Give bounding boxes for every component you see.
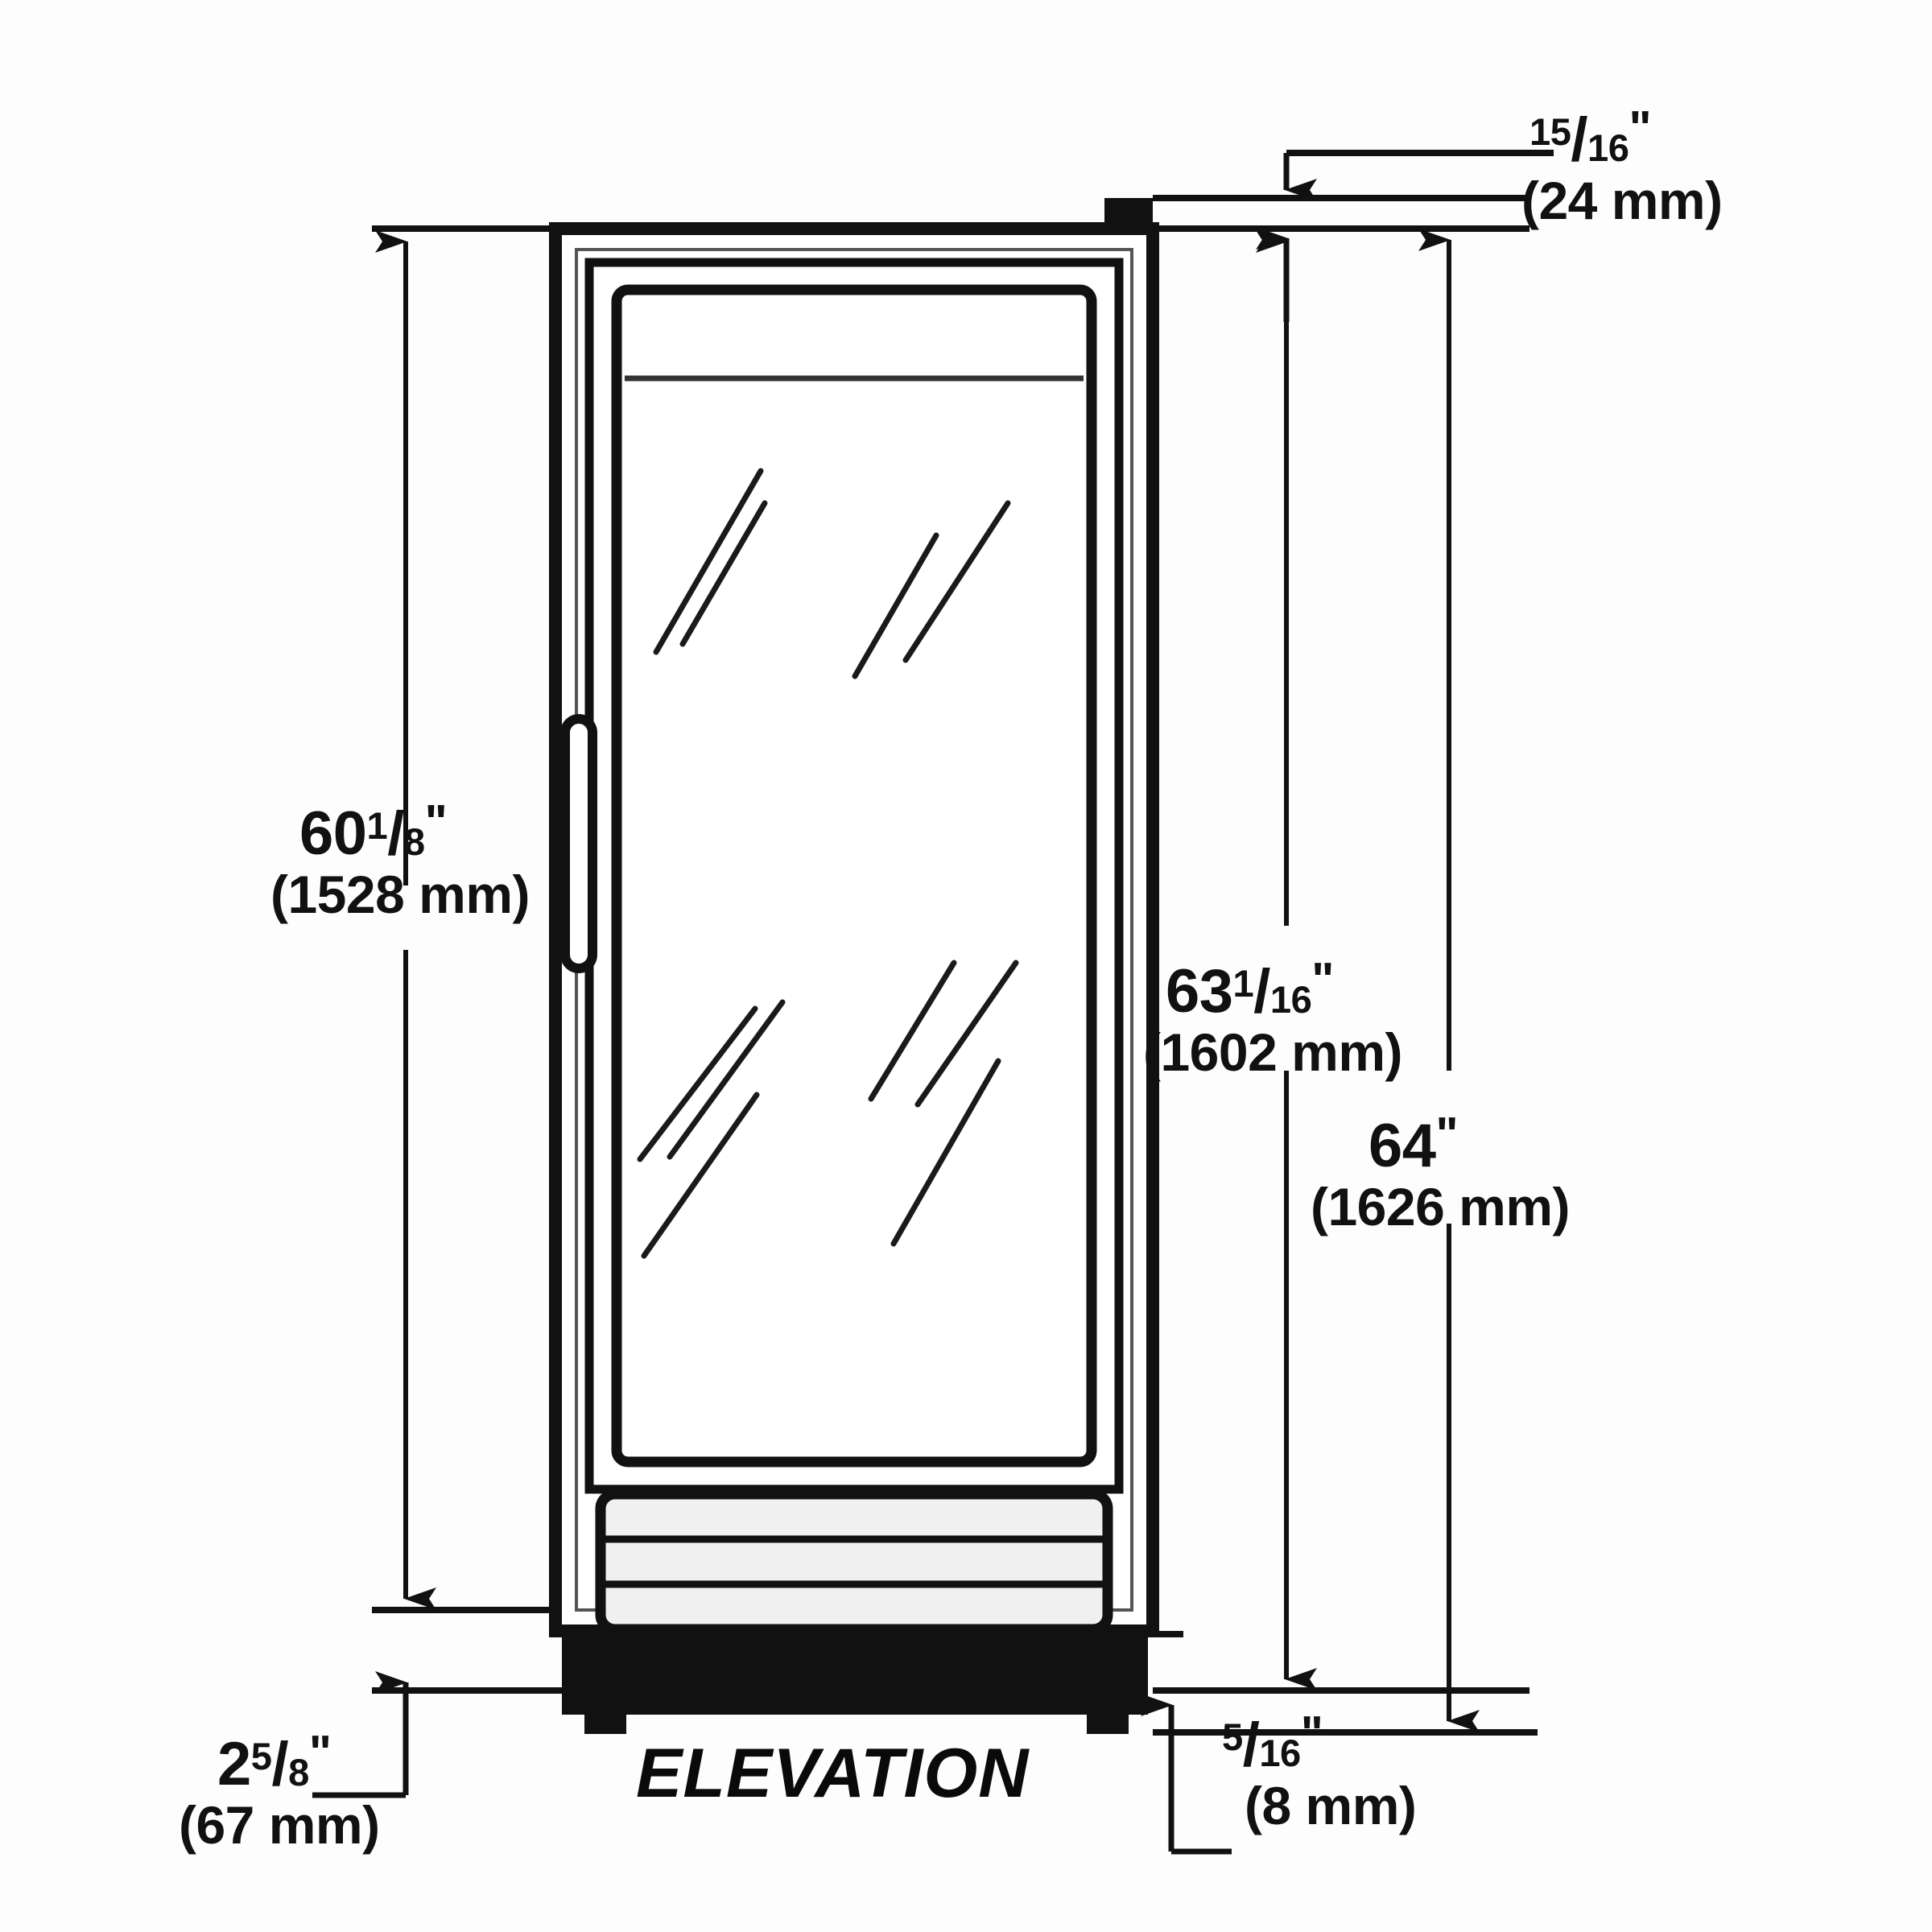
fraction-15-16: 15/16 [1530,105,1629,175]
fraction-numerator: 5 [1222,1715,1243,1759]
metric-value: (1602 mm) [1143,1022,1403,1082]
fraction-numerator: 1 [1232,962,1254,1005]
dimension-label-60-1-8: 601/8" (1528 mm) [270,795,530,923]
whole-number: 64 [1368,1112,1436,1181]
metric-value: (1626 mm) [1311,1176,1571,1236]
whole-number: 2 [217,1730,251,1799]
dimension-label-5-16: 5/16" (8 mm) [1222,1706,1417,1835]
metric-value: (67 mm) [179,1794,380,1855]
view-caption: ELEVATION [636,1735,1030,1812]
fraction-denominator: 8 [403,820,425,864]
glass-reflection-upper-left [653,468,768,655]
whole-number: 63 [1166,957,1233,1026]
dimension-annotations [312,150,1554,1855]
fraction-1-8: 1/8 [366,799,426,869]
fraction-denominator: 16 [1269,978,1312,1022]
inch-mark: " [1300,1706,1323,1760]
leg-right [1087,1715,1129,1734]
fraction-denominator: 8 [288,1751,309,1794]
door-handle [560,714,597,973]
fraction-denominator: 16 [1587,126,1629,170]
fraction-1-16: 1/16 [1232,957,1312,1026]
fraction-numerator: 5 [250,1735,272,1778]
leg-left [584,1715,626,1734]
inch-mark: " [308,1725,332,1779]
cabinet-plinth [562,1634,1148,1715]
metric-value: (1528 mm) [270,864,530,924]
dimension-label-64: 64" (1626 mm) [1311,1107,1571,1236]
dimension-label-15-16: 15/16 " (24 mm) [1521,101,1723,229]
glass-reflection-lower-left [637,999,786,1259]
fraction-numerator: 15 [1530,110,1571,154]
fraction-5-16: 5/16 [1222,1711,1301,1780]
metric-value: (24 mm) [1521,170,1723,230]
glass-reflection-lower-right [868,960,1019,1247]
dimension-label-63-1-16: 631/16" (1602 mm) [1143,952,1403,1081]
glass-reflection-upper-right [852,500,1011,679]
fraction-slash: / [271,1730,289,1799]
whole-number: 60 [299,799,367,869]
glass-panel [625,298,1084,1454]
metric-value: (8 mm) [1245,1775,1417,1835]
fraction-5-8: 5/8 [250,1730,310,1799]
fraction-slash: / [387,799,404,869]
cabinet-assembly [549,198,1159,1734]
fraction-denominator: 16 [1259,1732,1301,1775]
fraction-numerator: 1 [366,804,388,848]
fraction-slash: / [1571,105,1588,175]
inch-mark: " [1435,1107,1459,1161]
inch-mark: " [424,795,448,848]
inch-mark: " [1311,952,1334,1006]
fraction-slash: / [1253,957,1270,1026]
dimension-label-2-5-8: 25/8" (67 mm) [179,1725,380,1854]
fraction-slash: / [1242,1711,1260,1780]
inch-mark: " [1629,101,1652,155]
base-grille-housing [595,1488,1113,1635]
